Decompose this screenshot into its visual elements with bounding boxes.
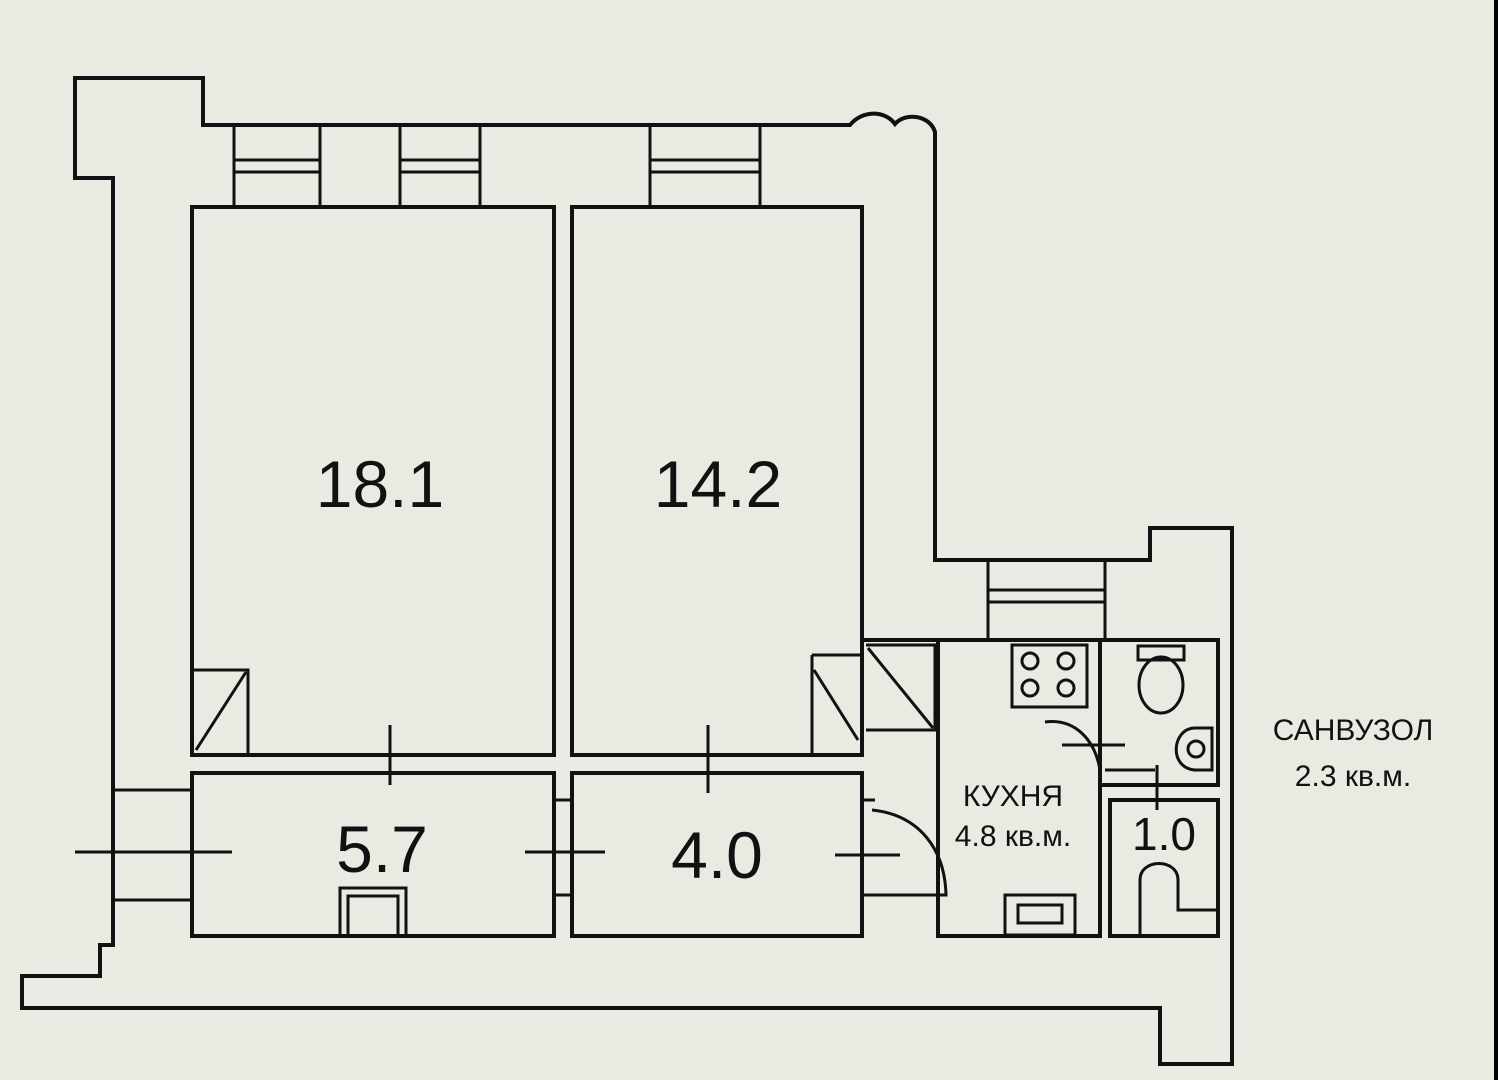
wc-area: 1.0 xyxy=(1132,808,1196,860)
outer-wall xyxy=(20,76,1234,1066)
kitchen-area: 4.8 кв.м. xyxy=(955,820,1071,853)
room-14-2-door xyxy=(658,725,760,793)
chimney-inner xyxy=(346,894,400,938)
wc-outline xyxy=(1108,798,1220,938)
hall-4-0-area: 4.0 xyxy=(671,818,763,892)
bathroom-outline xyxy=(1100,638,1220,787)
room-18-1-area: 18.1 xyxy=(316,447,444,521)
room-18-1-duct xyxy=(194,668,250,753)
hall-5-7-area: 5.7 xyxy=(336,812,428,886)
washbasin-icon xyxy=(1174,726,1214,772)
toilet-icon xyxy=(1136,644,1186,715)
wc-fixture xyxy=(1138,862,1218,936)
bathroom-area: 2.3 кв.м. xyxy=(1295,760,1411,793)
room-18-1-door xyxy=(340,725,440,785)
bathroom-name: САНВУЗОЛ xyxy=(1273,714,1434,747)
kitchen-sink-icon xyxy=(1003,893,1077,937)
edge-bar xyxy=(1494,0,1498,1080)
hall-passage xyxy=(525,798,605,897)
kitchen-outline xyxy=(862,638,1102,938)
stove-icon xyxy=(1010,643,1089,709)
room-14-2-duct xyxy=(810,653,860,753)
bathroom-door xyxy=(1044,720,1155,772)
bathroom-window xyxy=(986,560,1107,640)
hall-5-7-entry xyxy=(75,788,232,902)
kitchen-name: КУХНЯ xyxy=(963,780,1063,813)
window-strip xyxy=(232,125,762,205)
kitchen-door-swing xyxy=(871,808,948,897)
kitchen-duct xyxy=(866,643,937,732)
room-14-2-area: 14.2 xyxy=(654,447,782,521)
